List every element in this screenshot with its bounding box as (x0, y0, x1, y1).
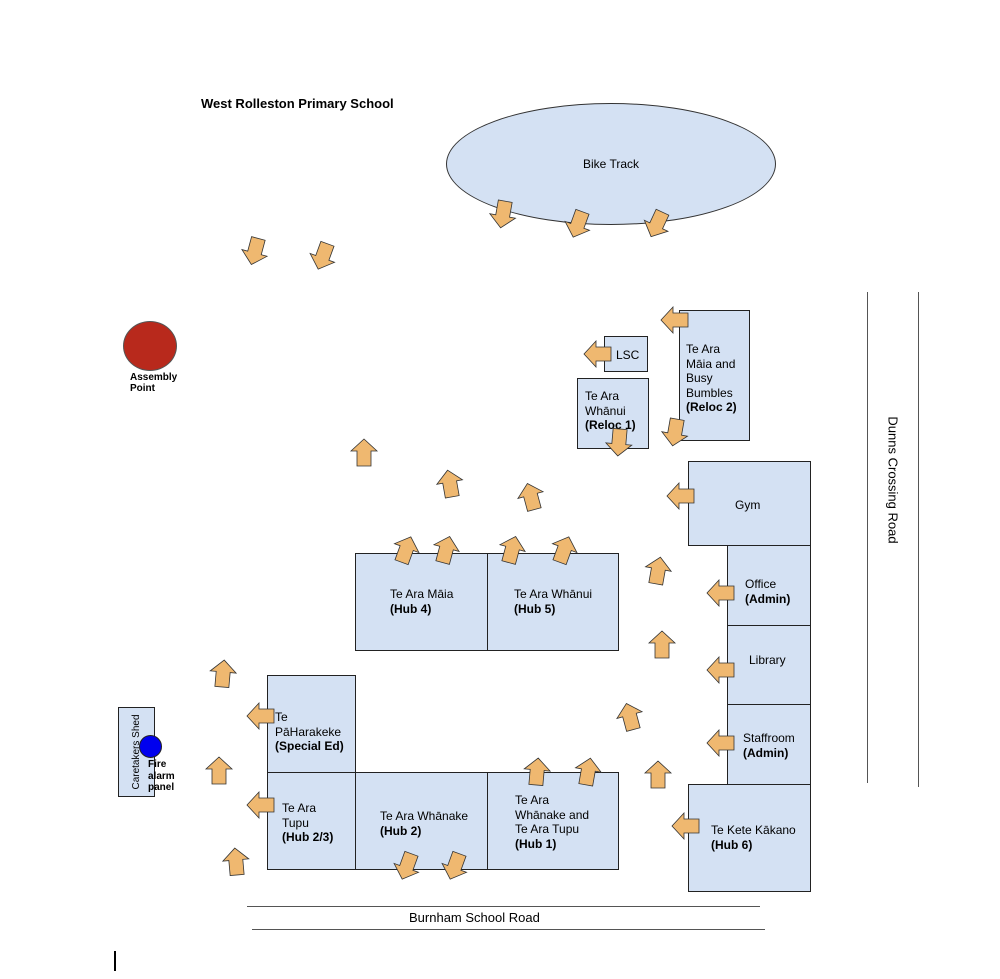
text-cursor (114, 951, 116, 971)
building-reloc-1: Te Ara Whānui (Reloc 1) (577, 378, 649, 449)
building-hub-2-3: Te Ara Tupu (Hub 2/3) (267, 772, 356, 870)
evacuation-arrow-east-3 (616, 702, 644, 732)
evacuation-arrow-hub1-1 (523, 757, 552, 786)
building-special-ed: Te PāHarakeke (Special Ed) (267, 675, 356, 773)
evacuation-arrow-hub2-2 (441, 850, 468, 880)
evacuation-arrow-special-ed (246, 701, 275, 731)
building-hub-2: Te Ara Whānake (Hub 2) (355, 772, 488, 870)
building-hub-5: Te Ara Whānui (Hub 5) (487, 553, 619, 651)
evacuation-arrow-library (706, 655, 735, 685)
evacuation-arrow-reloc2-top (660, 305, 689, 335)
evacuation-arrow-staffroom (706, 728, 735, 758)
evacuation-arrow-court-2 (435, 469, 464, 499)
evacuation-arrow-reloc2-bottom (660, 417, 689, 447)
map-title: West Rolleston Primary School (201, 96, 394, 111)
evacuation-arrow-gym (666, 481, 695, 511)
building-reloc-2: Te Ara Māia and Busy Bumbles (Reloc 2) (679, 310, 750, 441)
evacuation-arrow-hub6 (671, 811, 700, 841)
building-staffroom: Staffroom (Admin) (727, 704, 811, 785)
evacuation-arrow-field-2 (309, 240, 336, 270)
evacuation-arrow-west-1 (209, 659, 238, 688)
evacuation-arrow-bike-1 (488, 199, 517, 229)
evacuation-arrow-court-3 (517, 482, 545, 512)
evacuation-arrow-reloc1 (604, 428, 633, 457)
evacuation-arrow-field-1 (241, 236, 269, 266)
evacuation-arrow-court-1 (349, 438, 379, 467)
dunns-road-edge-right (918, 292, 919, 787)
fire-alarm-panel-label: Fire alarm panel (148, 759, 175, 793)
evacuation-arrow-hub1-2 (574, 757, 603, 787)
bike-track: Bike Track (446, 103, 776, 225)
evacuation-arrow-office (706, 578, 735, 608)
building-hub-6: Te Kete Kākano (Hub 6) (688, 784, 811, 892)
building-hub-4: Te Ara Māia (Hub 4) (355, 553, 488, 651)
dunns-crossing-road-label: Dunns Crossing Road (885, 416, 901, 544)
building-library: Library (727, 625, 811, 705)
evacuation-arrow-hub4-2 (432, 535, 460, 565)
burnham-road-edge-bottom (252, 929, 765, 930)
evacuation-arrow-hub2-1 (393, 850, 420, 880)
building-gym: Gym (688, 461, 811, 546)
evacuation-arrow-west-2 (204, 756, 234, 785)
evacuation-arrow-bike-2 (564, 208, 591, 238)
burnham-school-road-label: Burnham School Road (409, 910, 540, 925)
evacuation-arrow-hub23 (246, 790, 275, 820)
evacuation-arrow-hub5-1 (498, 535, 526, 565)
evacuation-arrow-bike-3 (643, 208, 670, 238)
fire-alarm-panel-marker (139, 735, 162, 758)
building-office: Office (Admin) (727, 545, 811, 626)
assembly-point-label: Assembly Point (130, 372, 178, 394)
evacuation-arrow-hub4-1 (393, 536, 420, 566)
evacuation-arrow-east-1 (644, 556, 673, 586)
evacuation-arrow-hub5-2 (551, 536, 578, 566)
bike-track-label: Bike Track (582, 157, 639, 171)
evacuation-arrow-east-4 (643, 760, 673, 789)
evacuation-arrow-east-2 (647, 630, 677, 659)
assembly-point-marker (123, 321, 177, 371)
building-hub-1: Te Ara Whānake and Te Ara Tupu (Hub 1) (487, 772, 619, 870)
evacuation-arrow-west-3 (221, 847, 250, 876)
evacuation-arrow-lsc (583, 339, 612, 369)
burnham-road-edge-top (247, 906, 760, 907)
dunns-road-edge-left (867, 292, 868, 783)
